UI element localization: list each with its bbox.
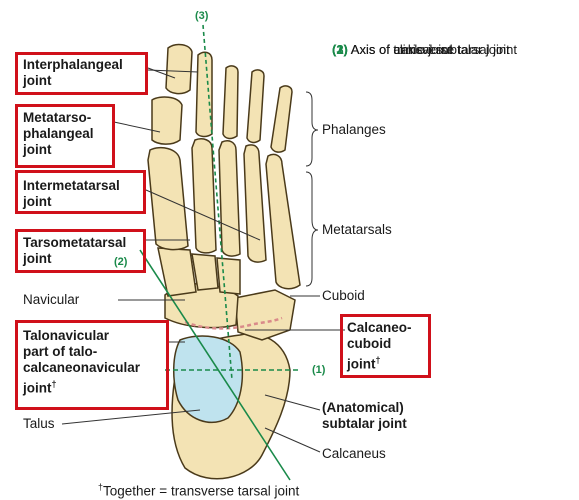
cuneiform-intermediate <box>191 253 219 291</box>
axis-1-tag: (1) <box>312 364 326 376</box>
metatarsophalangeal-box <box>15 104 115 168</box>
metatarsal-4 <box>243 144 267 263</box>
axis-2-line <box>139 249 291 481</box>
talonavicular-box <box>15 320 169 410</box>
phalanx-4 <box>246 69 265 144</box>
leader-interphalangeal-b <box>147 69 199 73</box>
phalanx-5 <box>270 85 293 153</box>
interphalangeal-box <box>15 52 148 95</box>
bracket-phalanges <box>305 91 319 167</box>
axis-2-tag: (2) <box>114 256 128 268</box>
legend-item-1: (1) Axis of ankle joint <box>332 42 452 57</box>
metatarsals-label: Metatarsals <box>322 222 392 237</box>
cuneiform-lateral <box>216 257 241 295</box>
transverse-tarsal-joint-line <box>184 316 283 330</box>
cuboid-label: Cuboid <box>322 288 365 303</box>
phalanx-2 <box>195 51 213 138</box>
tarsometatarsal-box <box>15 229 146 273</box>
cuneiform-medial <box>157 247 197 297</box>
leader-mtp <box>113 121 161 133</box>
intermetatarsal-box <box>15 170 146 214</box>
anatomical-subtalar-label: (Anatomical)subtalar joint <box>322 400 407 431</box>
leader-talus <box>61 409 201 425</box>
navicular-label: Navicular <box>23 292 80 307</box>
bracket-metatarsals <box>305 171 319 287</box>
talus-bone <box>173 335 244 423</box>
leader-calcaneus <box>264 427 321 453</box>
metatarsal-1 <box>147 147 189 251</box>
cuboid-bone <box>234 289 296 341</box>
legend-item-3: (3) Axis of transverse tarsal joint <box>332 42 517 57</box>
leader-subtalar <box>264 394 321 411</box>
phalanx-1-distal <box>165 43 193 95</box>
metatarsal-5 <box>265 153 301 290</box>
footnote: †Together = transverse tarsal joint <box>98 482 300 499</box>
axis-3-tag: (3) <box>195 10 209 22</box>
metatarsal-2 <box>191 138 217 254</box>
metatarsal-3 <box>218 140 241 257</box>
calcaneocuboid-box <box>340 314 431 378</box>
leader-intermetatarsal <box>145 189 261 241</box>
leader-interphalangeal-a <box>147 67 176 79</box>
legend-item-2: (2) Axis of clinical subtalar joint <box>332 42 510 57</box>
phalanx-1-proximal <box>151 96 183 145</box>
axis-3-line <box>202 24 233 381</box>
phalanx-3 <box>222 65 239 140</box>
phalanges-label: Phalanges <box>322 122 386 137</box>
talus-label: Talus <box>23 416 55 431</box>
calcaneus-label: Calcaneus <box>322 446 386 461</box>
